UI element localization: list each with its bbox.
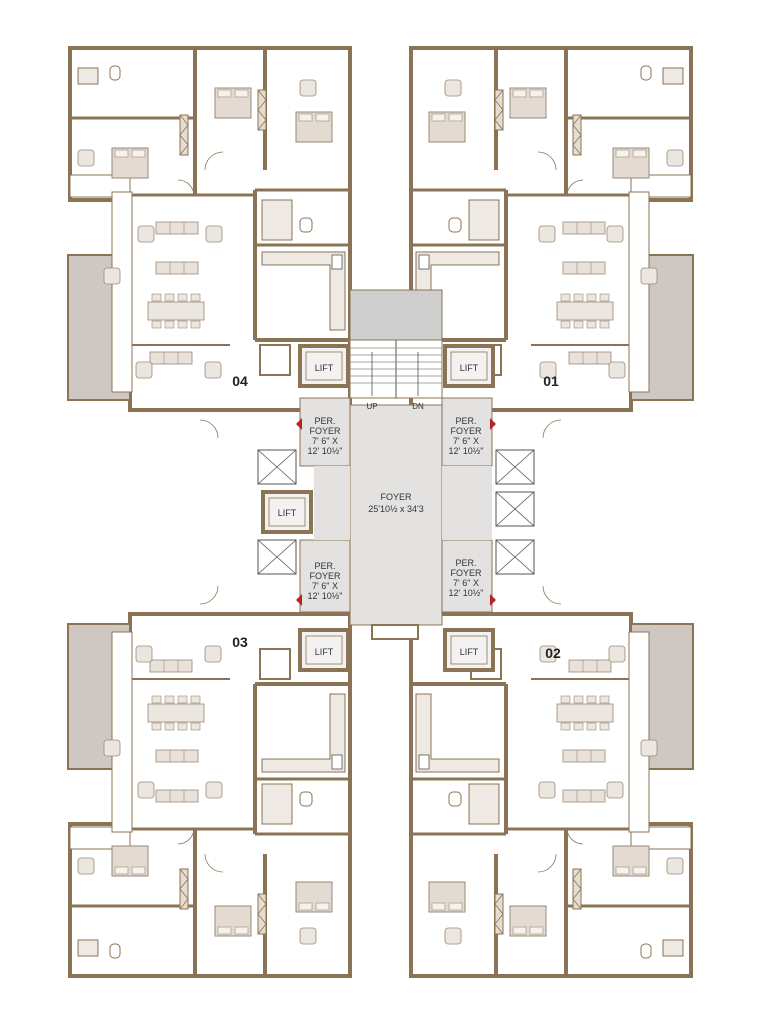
- per-foyer-nw: [299, 397, 351, 467]
- svg-text:FOYER: FOYER: [450, 568, 482, 578]
- lift-label-w: LIFT: [278, 508, 297, 518]
- svg-text:7' 6" X: 7' 6" X: [312, 436, 338, 446]
- lift-label-se: LIFT: [460, 647, 479, 657]
- per-foyer-se: [441, 539, 493, 613]
- shaft-e3: [495, 539, 535, 575]
- per-foyer-label-ne: PER. FOYER 7' 6" X 12' 10½": [449, 416, 484, 456]
- stair-down-label: DN: [412, 402, 424, 411]
- unit-label-03: 03: [232, 634, 248, 650]
- shaft-e2: [495, 491, 535, 527]
- foyer-size: 25'10½ x 34'3: [368, 504, 423, 514]
- svg-text:PER.: PER.: [455, 416, 476, 426]
- stair-up-label: UP: [366, 402, 377, 411]
- duct: [371, 624, 419, 640]
- svg-text:7' 6" X: 7' 6" X: [312, 581, 338, 591]
- svg-text:12' 10½": 12' 10½": [308, 591, 343, 601]
- door-marker-nw: [296, 418, 302, 430]
- svg-text:7' 6" X: 7' 6" X: [453, 578, 479, 588]
- shaft-w2: [257, 539, 297, 575]
- svg-text:PER.: PER.: [314, 561, 335, 571]
- shaft-w1: [257, 449, 297, 485]
- shaft-e1: [495, 449, 535, 485]
- per-foyer-ne: [441, 397, 493, 467]
- svg-text:12' 10½": 12' 10½": [308, 446, 343, 456]
- unit-label-01: 01: [543, 373, 559, 389]
- staircase: [349, 289, 443, 399]
- central-foyer: [349, 404, 443, 626]
- lift-label-ne: LIFT: [460, 363, 479, 373]
- unit-label-04: 04: [232, 373, 248, 389]
- svg-text:12' 10½": 12' 10½": [449, 588, 484, 598]
- door-marker-sw: [296, 594, 302, 606]
- per-foyer-label-nw: PER. FOYER 7' 6" X 12' 10½": [308, 416, 343, 456]
- svg-text:PER.: PER.: [314, 416, 335, 426]
- svg-text:FOYER: FOYER: [309, 426, 341, 436]
- lift-label-sw: LIFT: [315, 647, 334, 657]
- per-foyer-label-se: PER. FOYER 7' 6" X 12' 10½": [449, 558, 484, 598]
- per-foyer-label-sw: PER. FOYER 7' 6" X 12' 10½": [308, 561, 343, 601]
- svg-text:PER.: PER.: [455, 558, 476, 568]
- svg-text:12' 10½": 12' 10½": [449, 446, 484, 456]
- door-marker-ne: [490, 418, 496, 430]
- foyer-label: FOYER: [380, 492, 412, 502]
- unit-label-02: 02: [545, 645, 561, 661]
- svg-text:FOYER: FOYER: [450, 426, 482, 436]
- svg-text:FOYER: FOYER: [309, 571, 341, 581]
- lift-label-nw: LIFT: [315, 363, 334, 373]
- door-marker-se: [490, 594, 496, 606]
- svg-text:7' 6" X: 7' 6" X: [453, 436, 479, 446]
